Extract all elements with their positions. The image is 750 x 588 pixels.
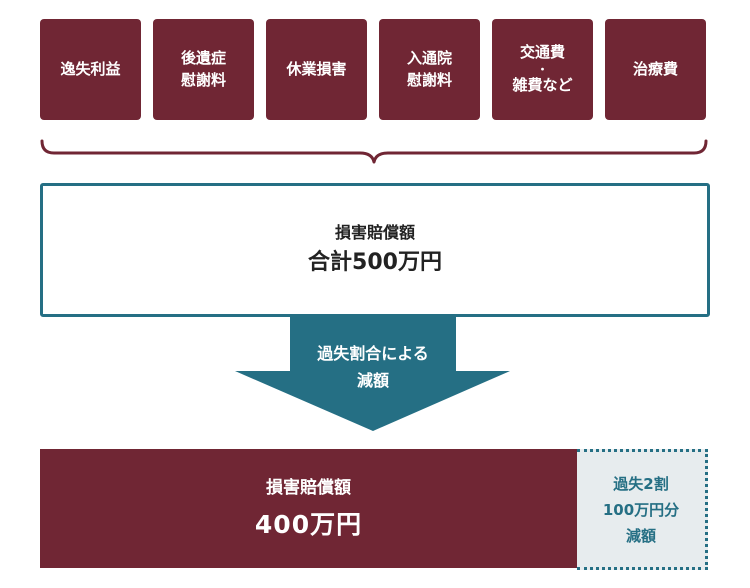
- arrow-caption: 過失割合による 減額: [280, 340, 466, 394]
- reduction-box: 過失2割 100万円分 減額: [577, 449, 708, 570]
- arrow-caption-line: 過失割合による: [317, 344, 429, 363]
- reduction-ratio: 過失2割: [613, 474, 669, 493]
- category-transport-misc: 交通費 ・ 雑費など: [492, 19, 593, 120]
- total-damages-label: 損害賠償額: [334, 223, 415, 242]
- reduction-label: 減額: [625, 526, 656, 545]
- reduced-damages-label: 損害賠償額: [266, 477, 351, 498]
- category-medical-costs: 治療費: [605, 19, 706, 120]
- category-hospitalization-consolation: 入通院 慰謝料: [379, 19, 480, 120]
- category-label: 慰謝料: [406, 70, 452, 89]
- total-damages-box: 損害賠償額 合計500万円: [40, 183, 710, 317]
- category-label: 治療費: [632, 59, 678, 78]
- reduced-damages-value: 400万円: [254, 509, 363, 539]
- reduction-amount: 100万円分: [602, 500, 680, 519]
- category-aftereffect-consolation: 後遺症 慰謝料: [153, 19, 254, 120]
- total-damages-value: 合計500万円: [308, 250, 442, 275]
- grouping-brace: [40, 139, 708, 164]
- category-lost-profits: 逸失利益: [40, 19, 141, 120]
- category-label: 雑費など: [512, 76, 573, 94]
- down-arrow: [235, 314, 510, 431]
- category-label: 後遺症: [180, 48, 226, 67]
- category-lost-wages: 休業損害: [266, 19, 367, 120]
- category-label: 慰謝料: [180, 70, 226, 89]
- category-label: 休業損害: [286, 59, 347, 78]
- reduced-damages-box: 損害賠償額 400万円: [40, 449, 577, 568]
- category-separator: ・: [537, 63, 548, 76]
- category-label: 交通費: [519, 43, 565, 62]
- category-label: 入通院: [406, 48, 452, 67]
- category-label: 逸失利益: [60, 59, 121, 78]
- arrow-caption-line: 減額: [356, 371, 389, 390]
